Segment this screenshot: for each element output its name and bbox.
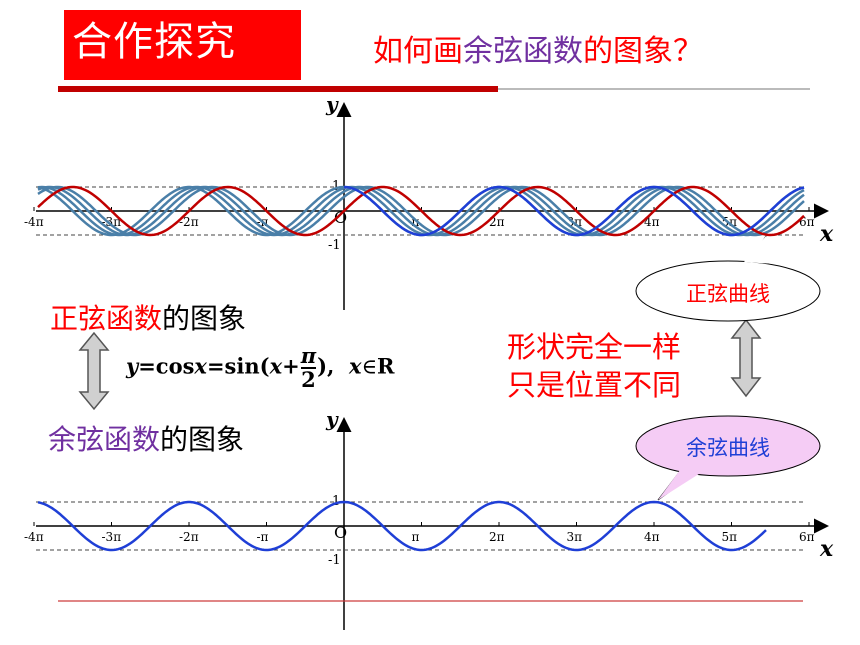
same-shape-line1: 形状完全一样	[507, 330, 682, 364]
subtitle-highlight: 余弦函数	[463, 34, 583, 69]
cos-tick-label: -4π	[24, 530, 44, 544]
sine-label-colored: 正弦函数	[50, 302, 163, 335]
sine-label-plain: 的图象	[162, 302, 247, 335]
cos-tick-label: 5π	[722, 530, 738, 544]
page-subtitle: 如何画余弦函数的图象？	[373, 32, 703, 72]
cos-tick-label: -π	[257, 530, 269, 544]
callout-cosine-text: 余弦曲线	[686, 436, 770, 460]
transform-arrow-right	[730, 318, 762, 398]
cos-tick-label: π	[412, 530, 420, 544]
page-title: 合作探究	[72, 19, 236, 65]
transform-arrow-left	[78, 331, 110, 411]
callout-sine	[635, 235, 821, 322]
bottom-rule	[58, 600, 803, 602]
cos-tick-label: 3π	[567, 530, 583, 544]
sine-y-label: y	[325, 92, 339, 116]
formula-cos: =cos	[138, 353, 195, 379]
formula-x1: x	[194, 353, 207, 379]
sine-curve	[37, 185, 805, 237]
sine-tick-label: π	[412, 215, 420, 229]
cos-tick-label: -3π	[102, 530, 122, 544]
title-underline	[58, 86, 498, 92]
formula-x2: x	[269, 353, 283, 379]
formula-R: R	[377, 353, 395, 379]
same-shape-note: 形状完全一样 只是位置不同	[507, 328, 681, 404]
cos-x-label: x	[819, 536, 834, 562]
formula-plus: +	[282, 353, 300, 379]
cos-tick-label: 2π	[489, 530, 505, 544]
cosine-graph: y x O 1 -1 -4π -3π -2π -π π 2π 3π 4π 5π 6π	[24, 407, 834, 630]
subtitle-suffix: 的图象？	[583, 34, 703, 69]
shifted-curve	[37, 185, 805, 237]
callout-sine-text: 正弦曲线	[686, 282, 770, 306]
formula-frac-den: 2	[301, 367, 316, 392]
same-shape-line2: 只是位置不同	[507, 368, 682, 402]
cosine-label-colored: 余弦函数	[48, 423, 161, 456]
cosine-label-plain: 的图象	[160, 423, 245, 456]
title-banner	[64, 10, 301, 80]
cosine-curve-top	[343, 185, 805, 237]
cos-tick-label: -2π	[179, 530, 199, 544]
sine-tick-label: -3π	[102, 215, 122, 229]
callout-cosine	[635, 415, 821, 501]
formula-close: ),	[317, 353, 335, 379]
formula-in: ∈	[361, 354, 378, 379]
cos-y-label: y	[325, 407, 339, 431]
cos-tick-label: 4π	[644, 530, 660, 544]
formula-frac-num: π	[300, 343, 317, 369]
sine-graph-label: 正弦函数的图象	[50, 297, 246, 337]
sine-x-label: x	[819, 221, 834, 247]
cos-tick-neg1: -1	[328, 553, 341, 568]
cosine-graph-label: 余弦函数的图象	[48, 418, 244, 458]
formula-sin: =sin(	[206, 353, 270, 379]
subtitle-prefix: 如何画	[373, 34, 463, 69]
sine-tick-label: -4π	[24, 215, 44, 229]
cos-tick-1: 1	[332, 494, 340, 509]
title-underline-gray	[498, 88, 810, 90]
cos-origin-label: O	[334, 523, 347, 542]
sine-tick-label: -2π	[179, 215, 199, 229]
cos-tick-label: 6π	[799, 530, 815, 544]
formula-x3: x	[348, 353, 362, 379]
cosine-curve	[37, 500, 767, 552]
formula-y: y	[126, 353, 139, 379]
sine-tick-neg1: -1	[328, 238, 341, 253]
sine-tick-1: 1	[332, 179, 340, 194]
